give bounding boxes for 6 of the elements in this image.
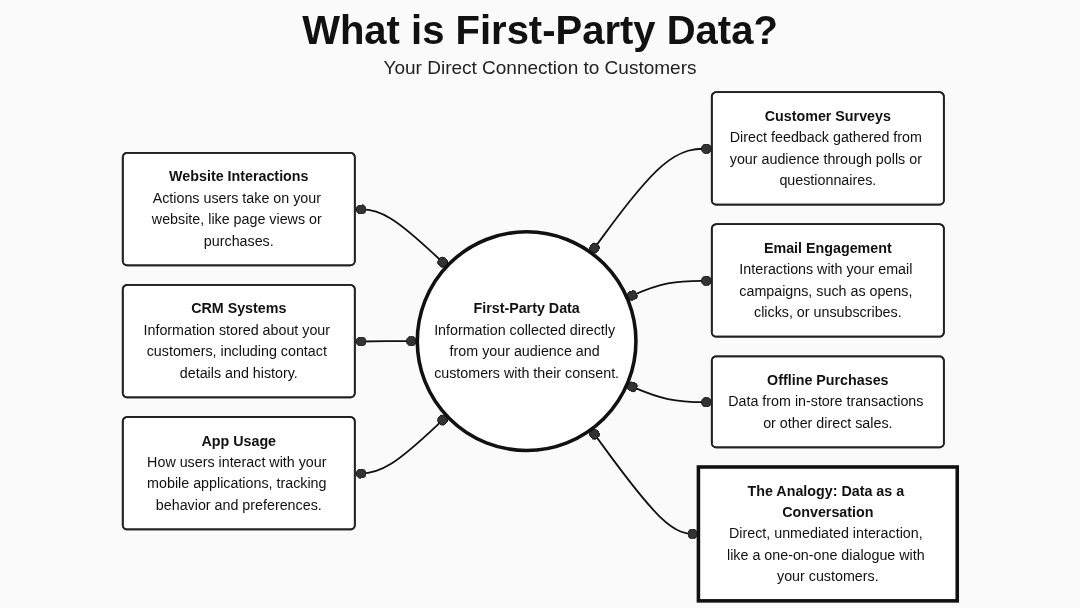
node-circle: First-Party Data Information collected directly from your audience and customers with their consent.: [415, 230, 638, 453]
connector: [354, 414, 449, 479]
subtitle: Your Direct Connection to Customers: [383, 57, 697, 79]
connector: [354, 204, 449, 268]
title: What is First-Party Data?: [302, 8, 778, 53]
node-box: The Analogy: Data as a Conversation Direct, unmediated interaction, like a one-on-one dialogue with your customers.: [696, 465, 960, 603]
